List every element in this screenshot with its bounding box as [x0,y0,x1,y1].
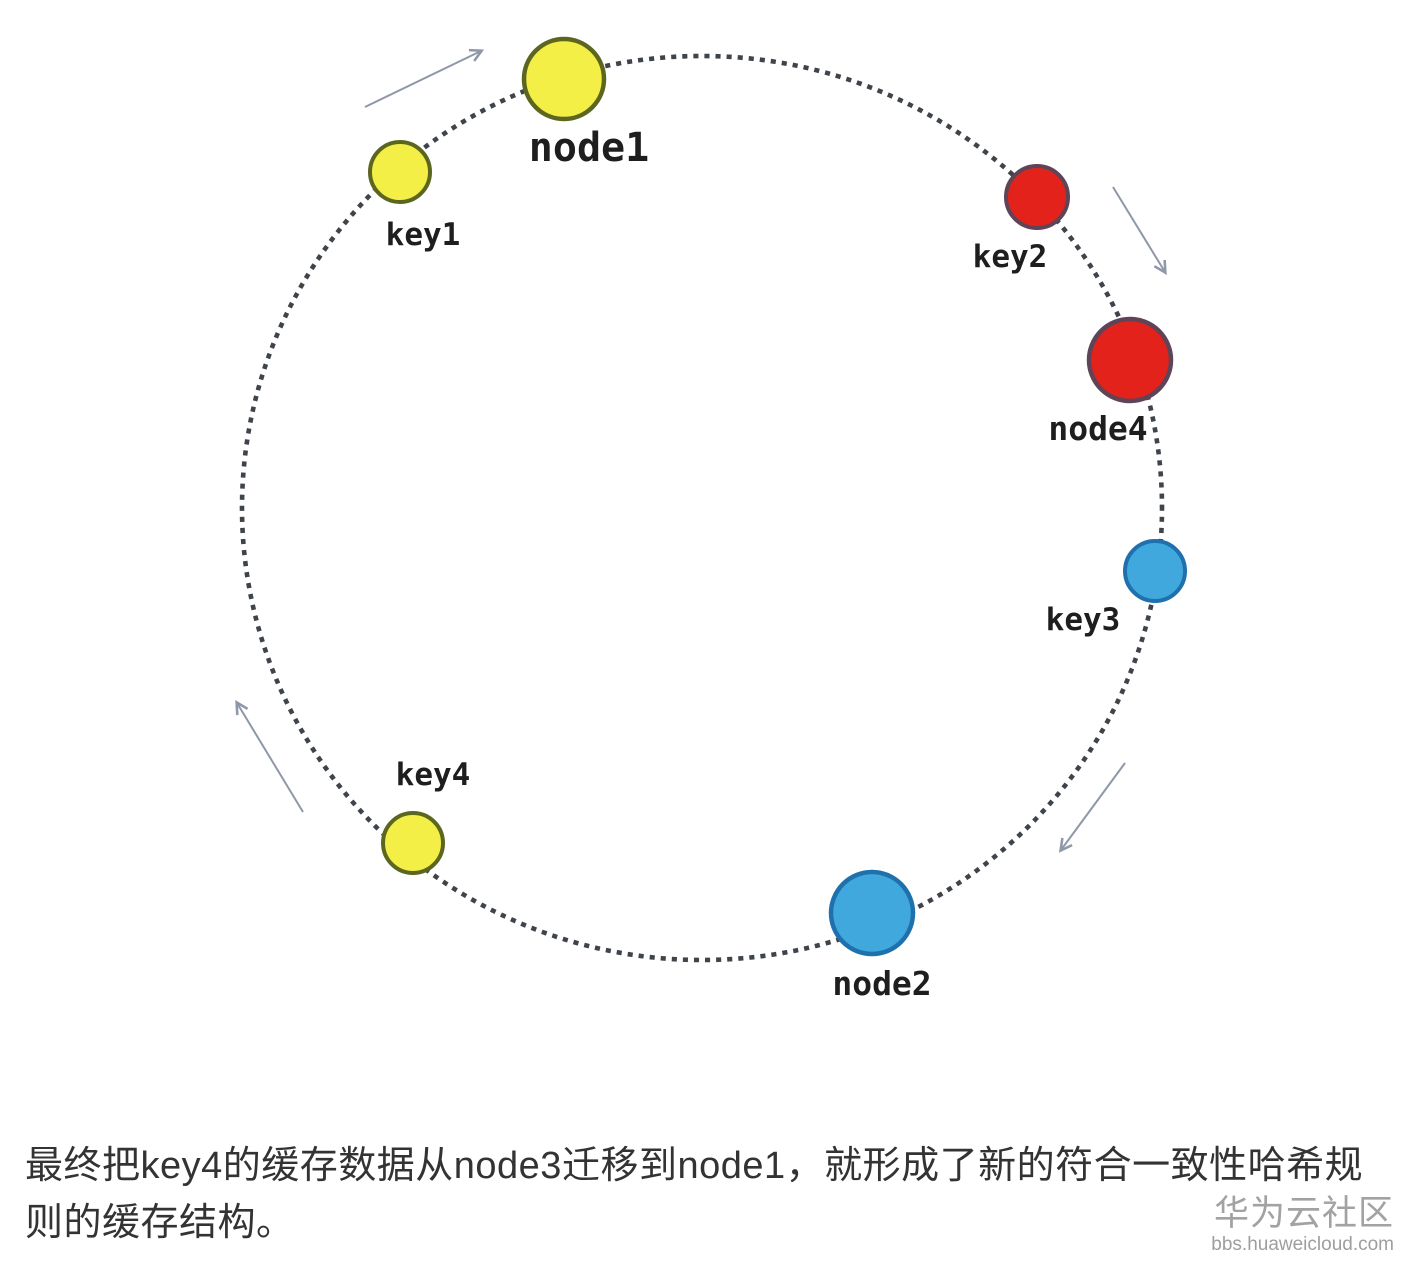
key1-circle [368,140,432,204]
hash-ring [239,53,1165,963]
key3-circle [1123,539,1187,603]
consistent-hash-ring-diagram: node1 key1 key2 node4 key3 node2 key4 [235,36,1187,1003]
key4-label: key4 [396,757,471,793]
node1-label: node1 [529,125,649,171]
key1-label: key1 [386,217,461,253]
clockwise-arrow-top-icon [364,48,485,108]
node1-circle [521,36,607,122]
watermark: 华为云社区 bbs.huaweicloud.com [1211,1196,1394,1254]
caption-text: 最终把key4的缓存数据从node3迁移到node1，就形成了新的符合一致性哈希… [25,1145,1364,1244]
key2-circle [1004,164,1070,230]
clockwise-arrow-right-icon [1112,186,1167,275]
node2-label: node2 [832,964,931,1003]
key3-label: key3 [1046,602,1121,638]
node4-label: node4 [1048,409,1147,448]
key2-label: key2 [973,239,1048,275]
clockwise-arrow-bottom-right-icon [1058,762,1126,853]
clockwise-arrow-left-icon [235,700,304,813]
node2-circle [828,869,916,957]
node4-circle [1086,316,1174,404]
watermark-title: 华为云社区 [1213,1194,1394,1233]
watermark-url: bbs.huaweicloud.com [1211,1234,1394,1255]
key4-circle [381,811,445,875]
